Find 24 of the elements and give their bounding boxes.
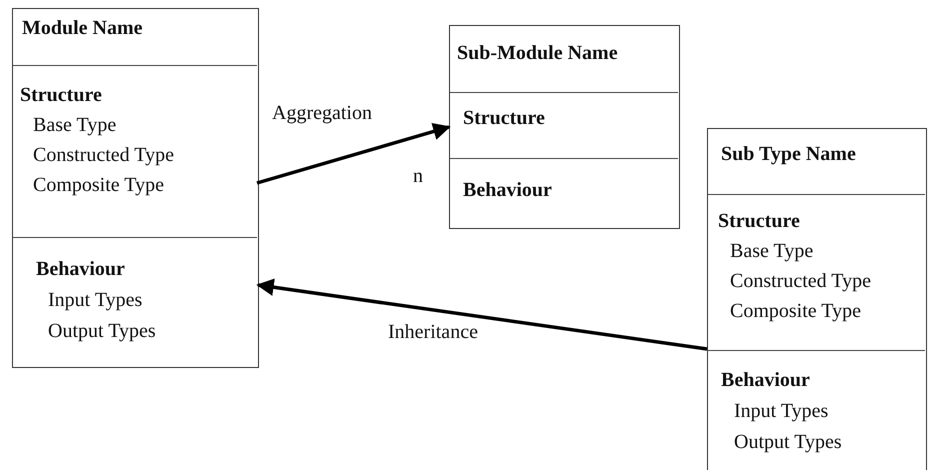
section-heading: Structure	[20, 84, 102, 106]
member-text: Constructed Type	[730, 270, 871, 292]
class-name: Module Name	[22, 17, 143, 39]
member-text: Output Types	[48, 320, 156, 342]
arrow	[256, 278, 708, 351]
member-text: Base Type	[33, 114, 116, 136]
member-text: Composite Type	[730, 300, 862, 322]
section-heading: Behaviour	[463, 179, 552, 201]
member-text: Input Types	[48, 289, 142, 311]
section-heading: Structure	[463, 107, 545, 129]
member-text: Constructed Type	[33, 144, 174, 166]
member-text: Output Types	[734, 431, 842, 453]
member-text: Composite Type	[33, 174, 164, 196]
class-box	[449, 25, 680, 229]
section-heading: Structure	[718, 210, 800, 232]
class-box	[12, 8, 259, 368]
member-text: Input Types	[734, 400, 828, 422]
class-box	[707, 128, 927, 470]
member-text: Base Type	[730, 240, 814, 262]
class-name: Sub Type Name	[721, 143, 856, 165]
arrow	[256, 123, 451, 185]
class-name: Sub-Module Name	[457, 42, 618, 64]
section-heading: Behaviour	[721, 369, 810, 391]
section-heading: Behaviour	[36, 258, 125, 280]
